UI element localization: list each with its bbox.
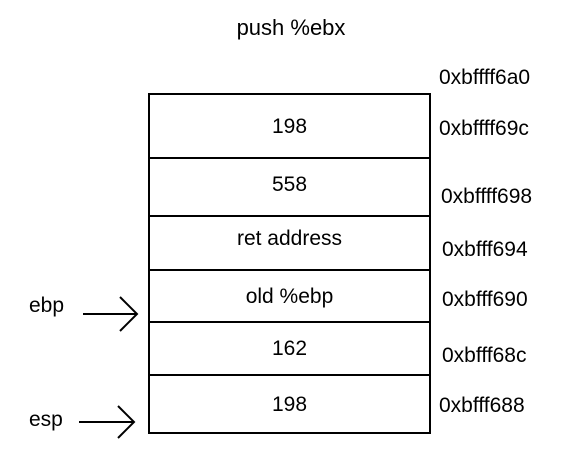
stack-cell: old %ebp <box>150 271 429 323</box>
stack-cell: 162 <box>150 323 429 376</box>
stack-cell: 198 <box>150 376 429 432</box>
ebp-arrow-icon <box>83 296 139 332</box>
stack-cell-value: 558 <box>271 173 308 196</box>
stack-cell: 198 <box>150 95 429 159</box>
stack-cell-value: ret address <box>236 227 343 250</box>
address-label: 0xbfff688 <box>439 394 525 417</box>
address-label: 0xbfff694 <box>442 238 528 261</box>
stack-cell-value: old %ebp <box>245 285 334 308</box>
address-label: 0xbfff68c <box>442 344 527 367</box>
esp-register-label: esp <box>29 408 63 431</box>
esp-arrow-icon <box>79 405 136 439</box>
stack-frame: 198 558 ret address old %ebp 162 198 <box>148 93 431 434</box>
stack-cell: ret address <box>150 217 429 271</box>
stack-cell-value: 162 <box>271 337 308 360</box>
diagram-title: push %ebx <box>236 15 346 40</box>
stack-cell-value: 198 <box>271 393 308 416</box>
address-label: 0xbffff698 <box>441 185 533 208</box>
stack-cell-value: 198 <box>271 115 308 138</box>
address-label: 0xbfff690 <box>442 288 528 311</box>
ebp-register-label: ebp <box>29 294 65 317</box>
address-label: 0xbffff6a0 <box>439 66 531 89</box>
stack-cell: 558 <box>150 159 429 217</box>
address-label: 0xbffff69c <box>439 117 529 140</box>
